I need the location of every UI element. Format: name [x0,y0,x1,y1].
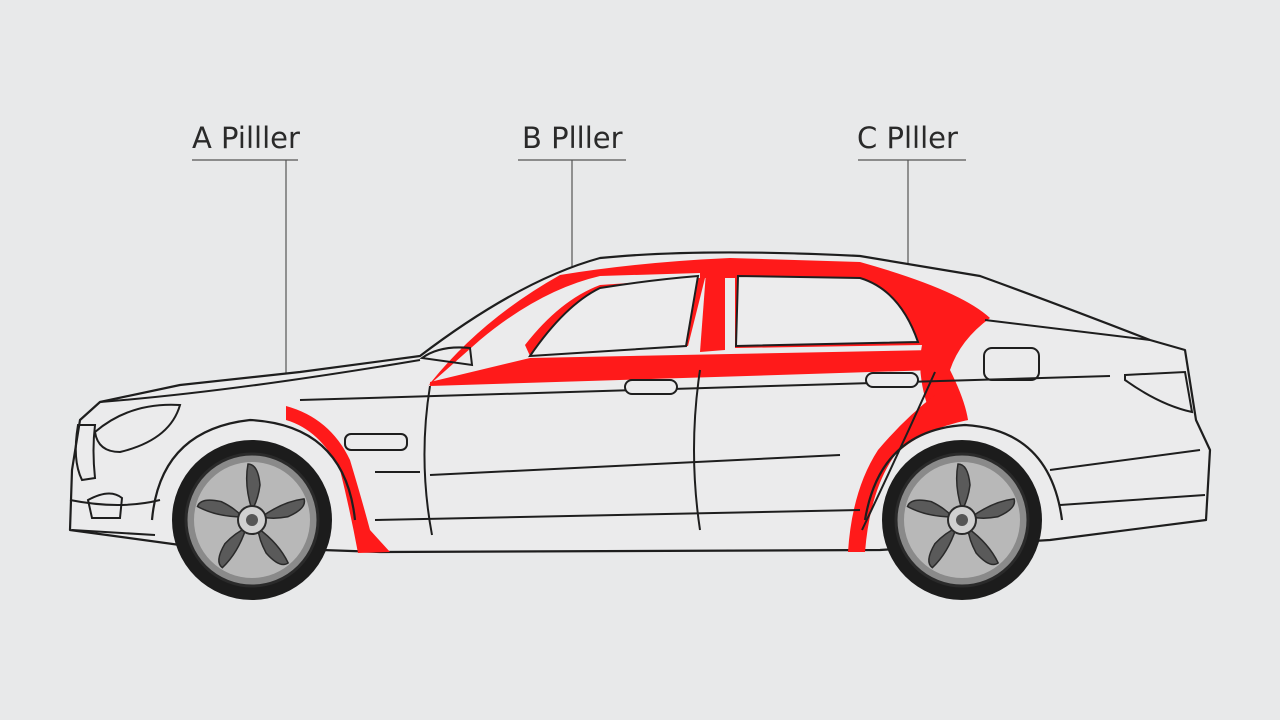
front-door-handle [624,379,678,395]
front-lower-line [71,529,156,536]
hood-line [99,359,421,403]
headlight [93,403,182,454]
fuel-door [983,347,1040,381]
rear-wheel [882,440,1042,600]
lower-door-line [429,454,841,476]
a-pillar-label: A Pilller [192,121,300,155]
body-lines [69,319,1206,536]
wheel-arches [150,418,1064,521]
front-window [528,274,700,358]
trunk-line [984,319,1151,341]
front-door-front-edge [423,385,433,536]
front-bumper-line [69,499,161,506]
windows [528,274,920,358]
rear-wheel-arch [863,423,1064,521]
rear-bumper-line [1049,449,1201,471]
door-split-line [693,369,701,531]
side-mirror [419,346,474,367]
front-wheel [172,440,332,600]
belt-line-highlight [430,350,935,386]
taillight [1124,370,1194,414]
rear-lower-line [1059,494,1206,506]
door-handles [624,372,919,395]
front-fender-highlight [286,406,390,553]
b-pillar-label: B Plller [522,121,623,155]
rear-window-frame-highlight [700,272,725,352]
front-wheel-arch [150,418,357,521]
c-pillar-label: C Plller [857,121,958,155]
fog-light [86,492,124,519]
rear-door-handle [865,372,919,388]
leader-lines [192,159,966,406]
rear-quarter-highlight [848,372,968,552]
side-marker [344,433,408,451]
shoulder-line [299,375,1111,401]
rocker-line [374,509,861,521]
rear-window [734,274,920,348]
front-grille [74,424,97,482]
